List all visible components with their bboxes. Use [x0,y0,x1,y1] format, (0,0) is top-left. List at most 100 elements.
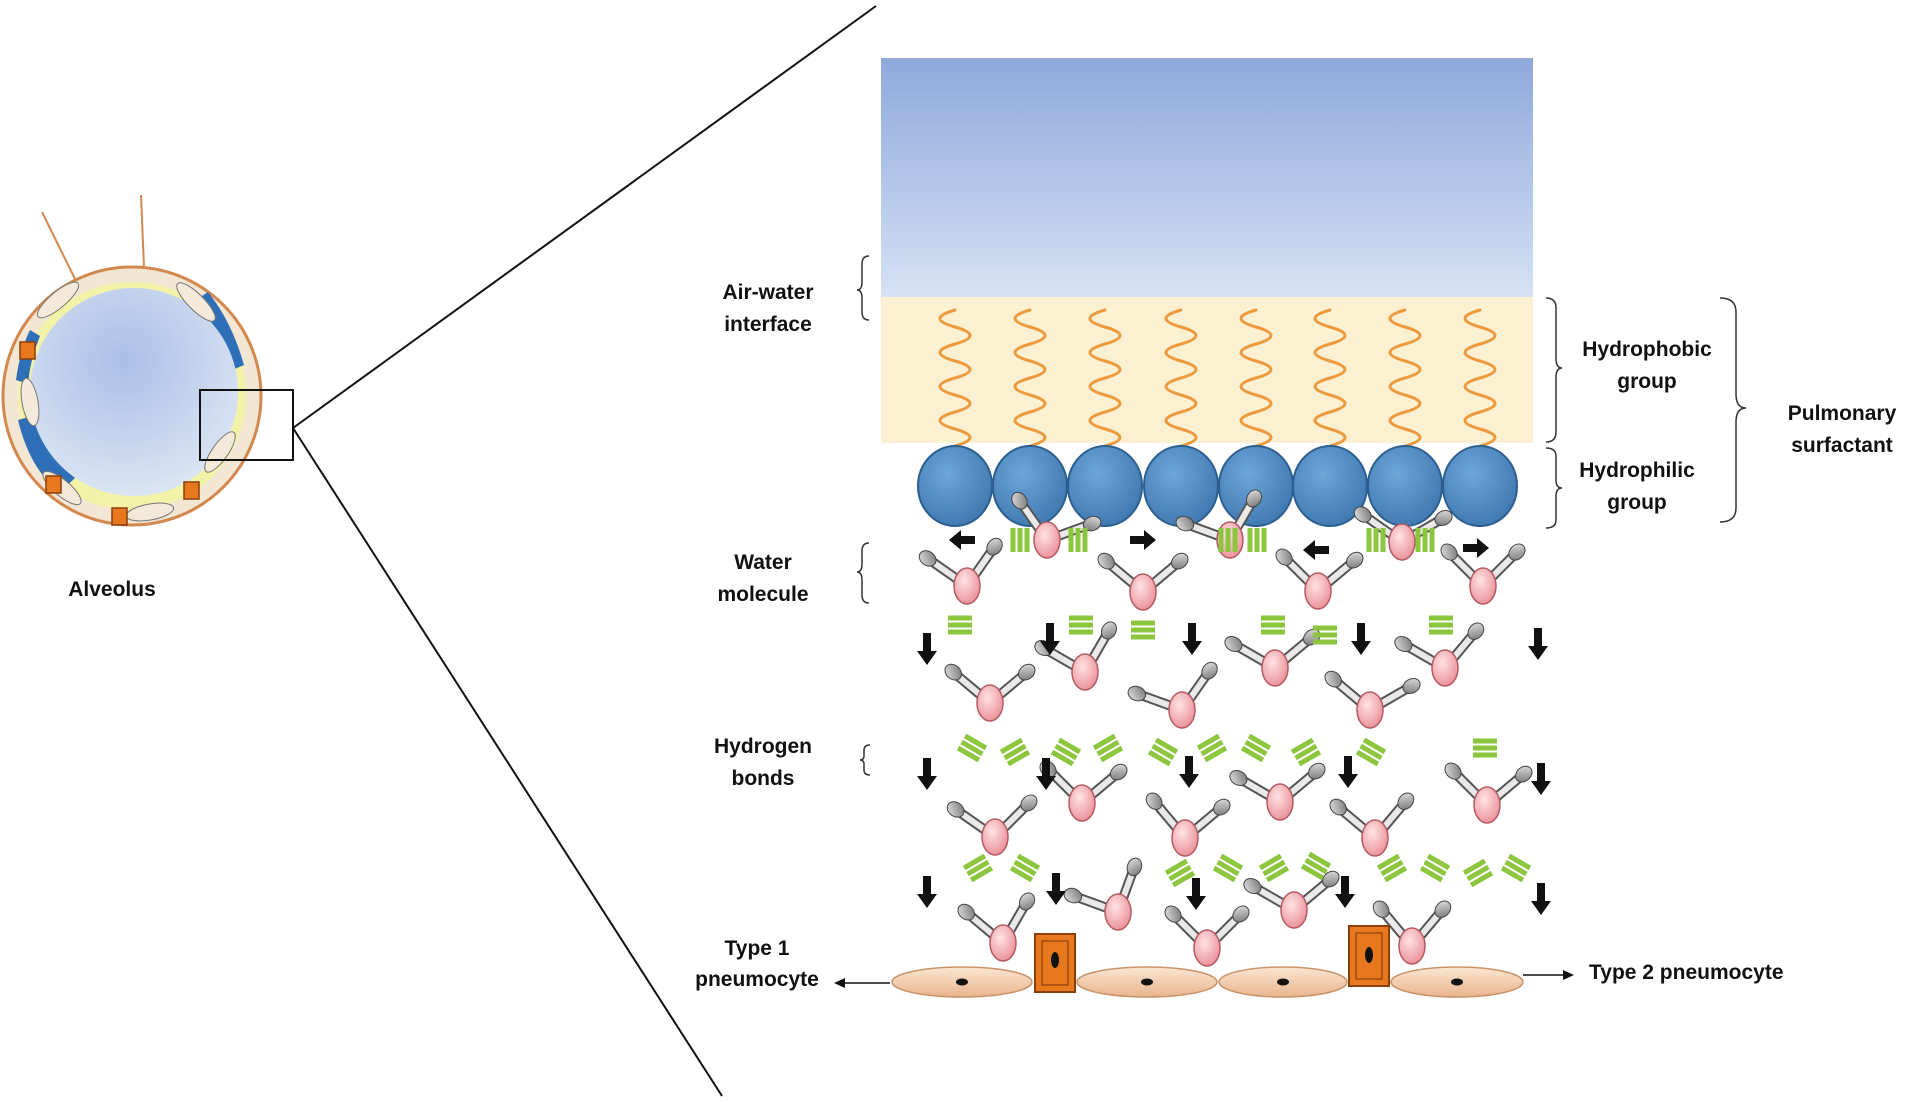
oxygen-atom [1033,521,1061,559]
hydrogen-bond-dash [1054,743,1078,761]
hydrogen-atom [1224,635,1243,653]
hydrogen-bond-dash [1297,749,1322,767]
hydrogen-atom [1020,794,1038,812]
oxygen-atom [1168,691,1196,729]
air-region [881,58,1533,298]
hydrogen-bond-dash [1473,752,1497,758]
hydrogen-bond-dash [1422,528,1428,552]
hydrogen-bond-dash [1069,629,1093,635]
oxygen-atom [953,567,981,605]
hydrogen-atom [1515,765,1533,783]
hydrogen-atom [1346,551,1364,569]
hydrogen-bond-dash [1290,737,1315,755]
force-arrow [1186,878,1206,910]
hydrogen-bond-dash [1247,733,1272,751]
hydrogen-bond-dash [1006,749,1031,767]
type-1-pneumocyte-label-1: Type 1 [725,937,790,960]
hydrogen-atom [1175,515,1195,532]
hydrogen-bond-dash [1254,528,1260,552]
hydrogen-bond-dash [1240,745,1265,763]
water-molecule-label-1: Water [734,551,792,574]
hydrogen-bond-dash [1016,853,1041,871]
lipid-head [1367,445,1443,527]
hydrogen-bond-dash [1013,859,1037,877]
force-arrow [1179,756,1199,788]
oxygen-atom [1171,819,1199,857]
hydrogen-bond [1376,853,1408,883]
hydrogen-bond-dash [1212,865,1237,883]
lipid-head [1143,445,1219,527]
hydrogen-bond-dash [1429,629,1453,635]
pulmonary-surfactant-label-1: Pulmonary [1788,402,1897,425]
hydrogen-bond-dash [1507,853,1532,871]
hydrogen-bond-dash [1380,528,1386,552]
hydrophobic-band [881,297,1533,443]
vessel-line [140,194,145,269]
cell-nucleus [1051,952,1059,968]
hydrogen-bond-dash [1307,851,1332,869]
air-water-label-2: interface [724,313,812,336]
hydrogen-bond-dash [1415,528,1421,552]
oxygen-atom [1469,567,1497,605]
hydrophobic-tails [938,308,1497,448]
force-arrow [1303,540,1329,560]
hydrogen-bond-dash [948,615,972,621]
force-arrow [1531,883,1551,915]
hydrogen-bond-dash [1082,528,1088,552]
hydrogen-bond [1366,528,1386,552]
hydrogen-atom [1018,663,1036,681]
hydrogen-bond [1092,733,1124,763]
hydrogen-bond [1069,615,1093,635]
hydrogen-atom [1145,792,1163,810]
force-arrow [1335,876,1355,908]
oxygen-atom [1071,653,1099,691]
hydrogen-bond [948,615,972,635]
type-2-pointer-head [1563,970,1574,980]
oxygen-atom [1068,784,1096,822]
hydrogen-bond-dash [1373,528,1379,552]
type-1-pointer-head [834,978,845,988]
hydrogen-bonds-label-2: bonds [732,767,795,790]
type-2-pneumocyte-label: Type 2 pneumocyte [1589,961,1784,984]
hydrogen-bond-dash [1426,853,1451,871]
hydrogen-atom [1100,621,1118,640]
hydrogen-bond-dash [1473,745,1497,751]
hydrogen-bonds-brace [859,744,871,776]
hydrogen-bond-dash [1131,627,1155,633]
hydrogen-atom [1394,635,1413,653]
oxygen-atom [1398,927,1426,965]
hydrogen-bond-dash [1131,634,1155,640]
hydrogen-bond-dash [1024,528,1030,552]
hydrogen-bond-dash [1147,749,1172,767]
hydrophobic-label-1: Hydrophobic [1582,338,1712,361]
epithelium-patch [18,415,75,492]
hydrogen-bond [1300,851,1332,881]
hydrogen-bond-dash [1154,737,1179,755]
hydrogen-bond-dash [1203,745,1228,763]
type-1-cell [176,282,216,322]
lipid-head [917,445,993,527]
hydrogen-atom [1353,506,1372,523]
lipid-tail [1313,308,1347,448]
hydrogen-bond [1258,853,1290,883]
water-molecule-label-2: molecule [717,583,808,606]
alveolar-air-space [30,288,238,496]
alveolus-figure [1,5,877,1097]
hydrogen-bond-dash [1383,865,1408,883]
lipid-head [1442,445,1518,527]
hydrogen-bond-dash [1258,853,1283,871]
pulmonary-surfactant-label-2: surfactant [1791,434,1893,457]
hydrophobic-label-2: group [1617,370,1676,393]
hydrogen-bond-dash [1010,528,1016,552]
hydrogen-atom [1110,763,1128,781]
force-arrow [917,876,937,908]
hydrogen-bond-dash [1196,733,1221,751]
hydrogen-bond-dash [1355,749,1380,767]
hydrophobic-brace [1545,297,1563,443]
hydrogen-bond-dash [1017,528,1023,552]
oxygen-atom [1388,523,1416,561]
water-molecules [918,489,1533,967]
oxygen-atom [1261,649,1289,687]
force-arrow [1351,623,1371,655]
